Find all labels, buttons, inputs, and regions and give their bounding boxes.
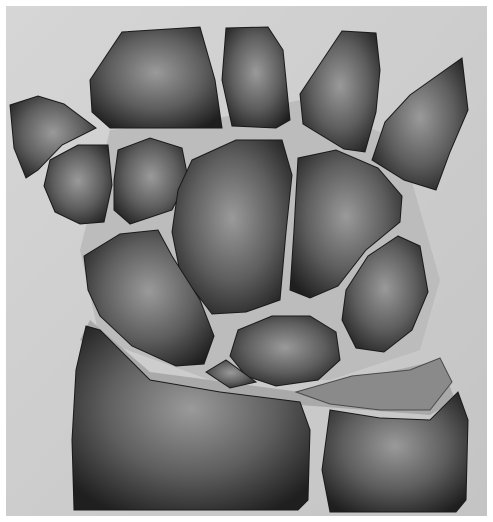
bone-mosaic-canvas bbox=[0, 0, 493, 522]
bone-mosaic-figure bbox=[0, 0, 493, 522]
